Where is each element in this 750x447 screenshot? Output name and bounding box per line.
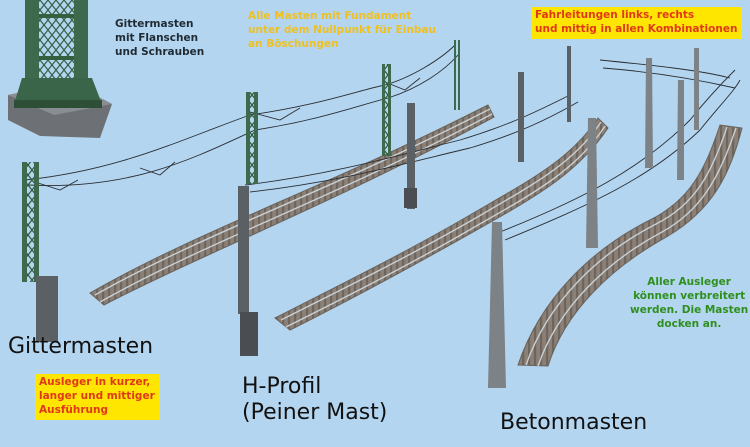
widening-note: Aller Ausleger können verbreitert werden… <box>630 276 749 330</box>
gittermasten-title: Gittermasten <box>8 334 154 359</box>
catenary-options-note: Fahrleitungen links, rechts und mittig i… <box>531 7 743 39</box>
betonmasten-title: Betonmasten <box>500 410 648 435</box>
h-profile-masts <box>238 46 571 356</box>
overhead-wires <box>24 44 741 241</box>
track-right <box>517 124 743 367</box>
lattice-mast-closeup <box>8 0 112 138</box>
foundation-note: Alle Masten mit Fundament unter dem Null… <box>248 10 436 50</box>
concrete-masts <box>488 48 699 388</box>
track-left <box>89 104 495 306</box>
lattice-masts <box>22 40 460 342</box>
track-middle <box>274 117 609 331</box>
lattice-flange-note: Gittermasten mit Flanschen und Schrauben <box>115 18 205 58</box>
cantilever-note: Ausleger in kurzer, langer und mittiger … <box>35 374 160 420</box>
h-profil-title: H-Profil (Peiner Mast) <box>242 374 388 426</box>
